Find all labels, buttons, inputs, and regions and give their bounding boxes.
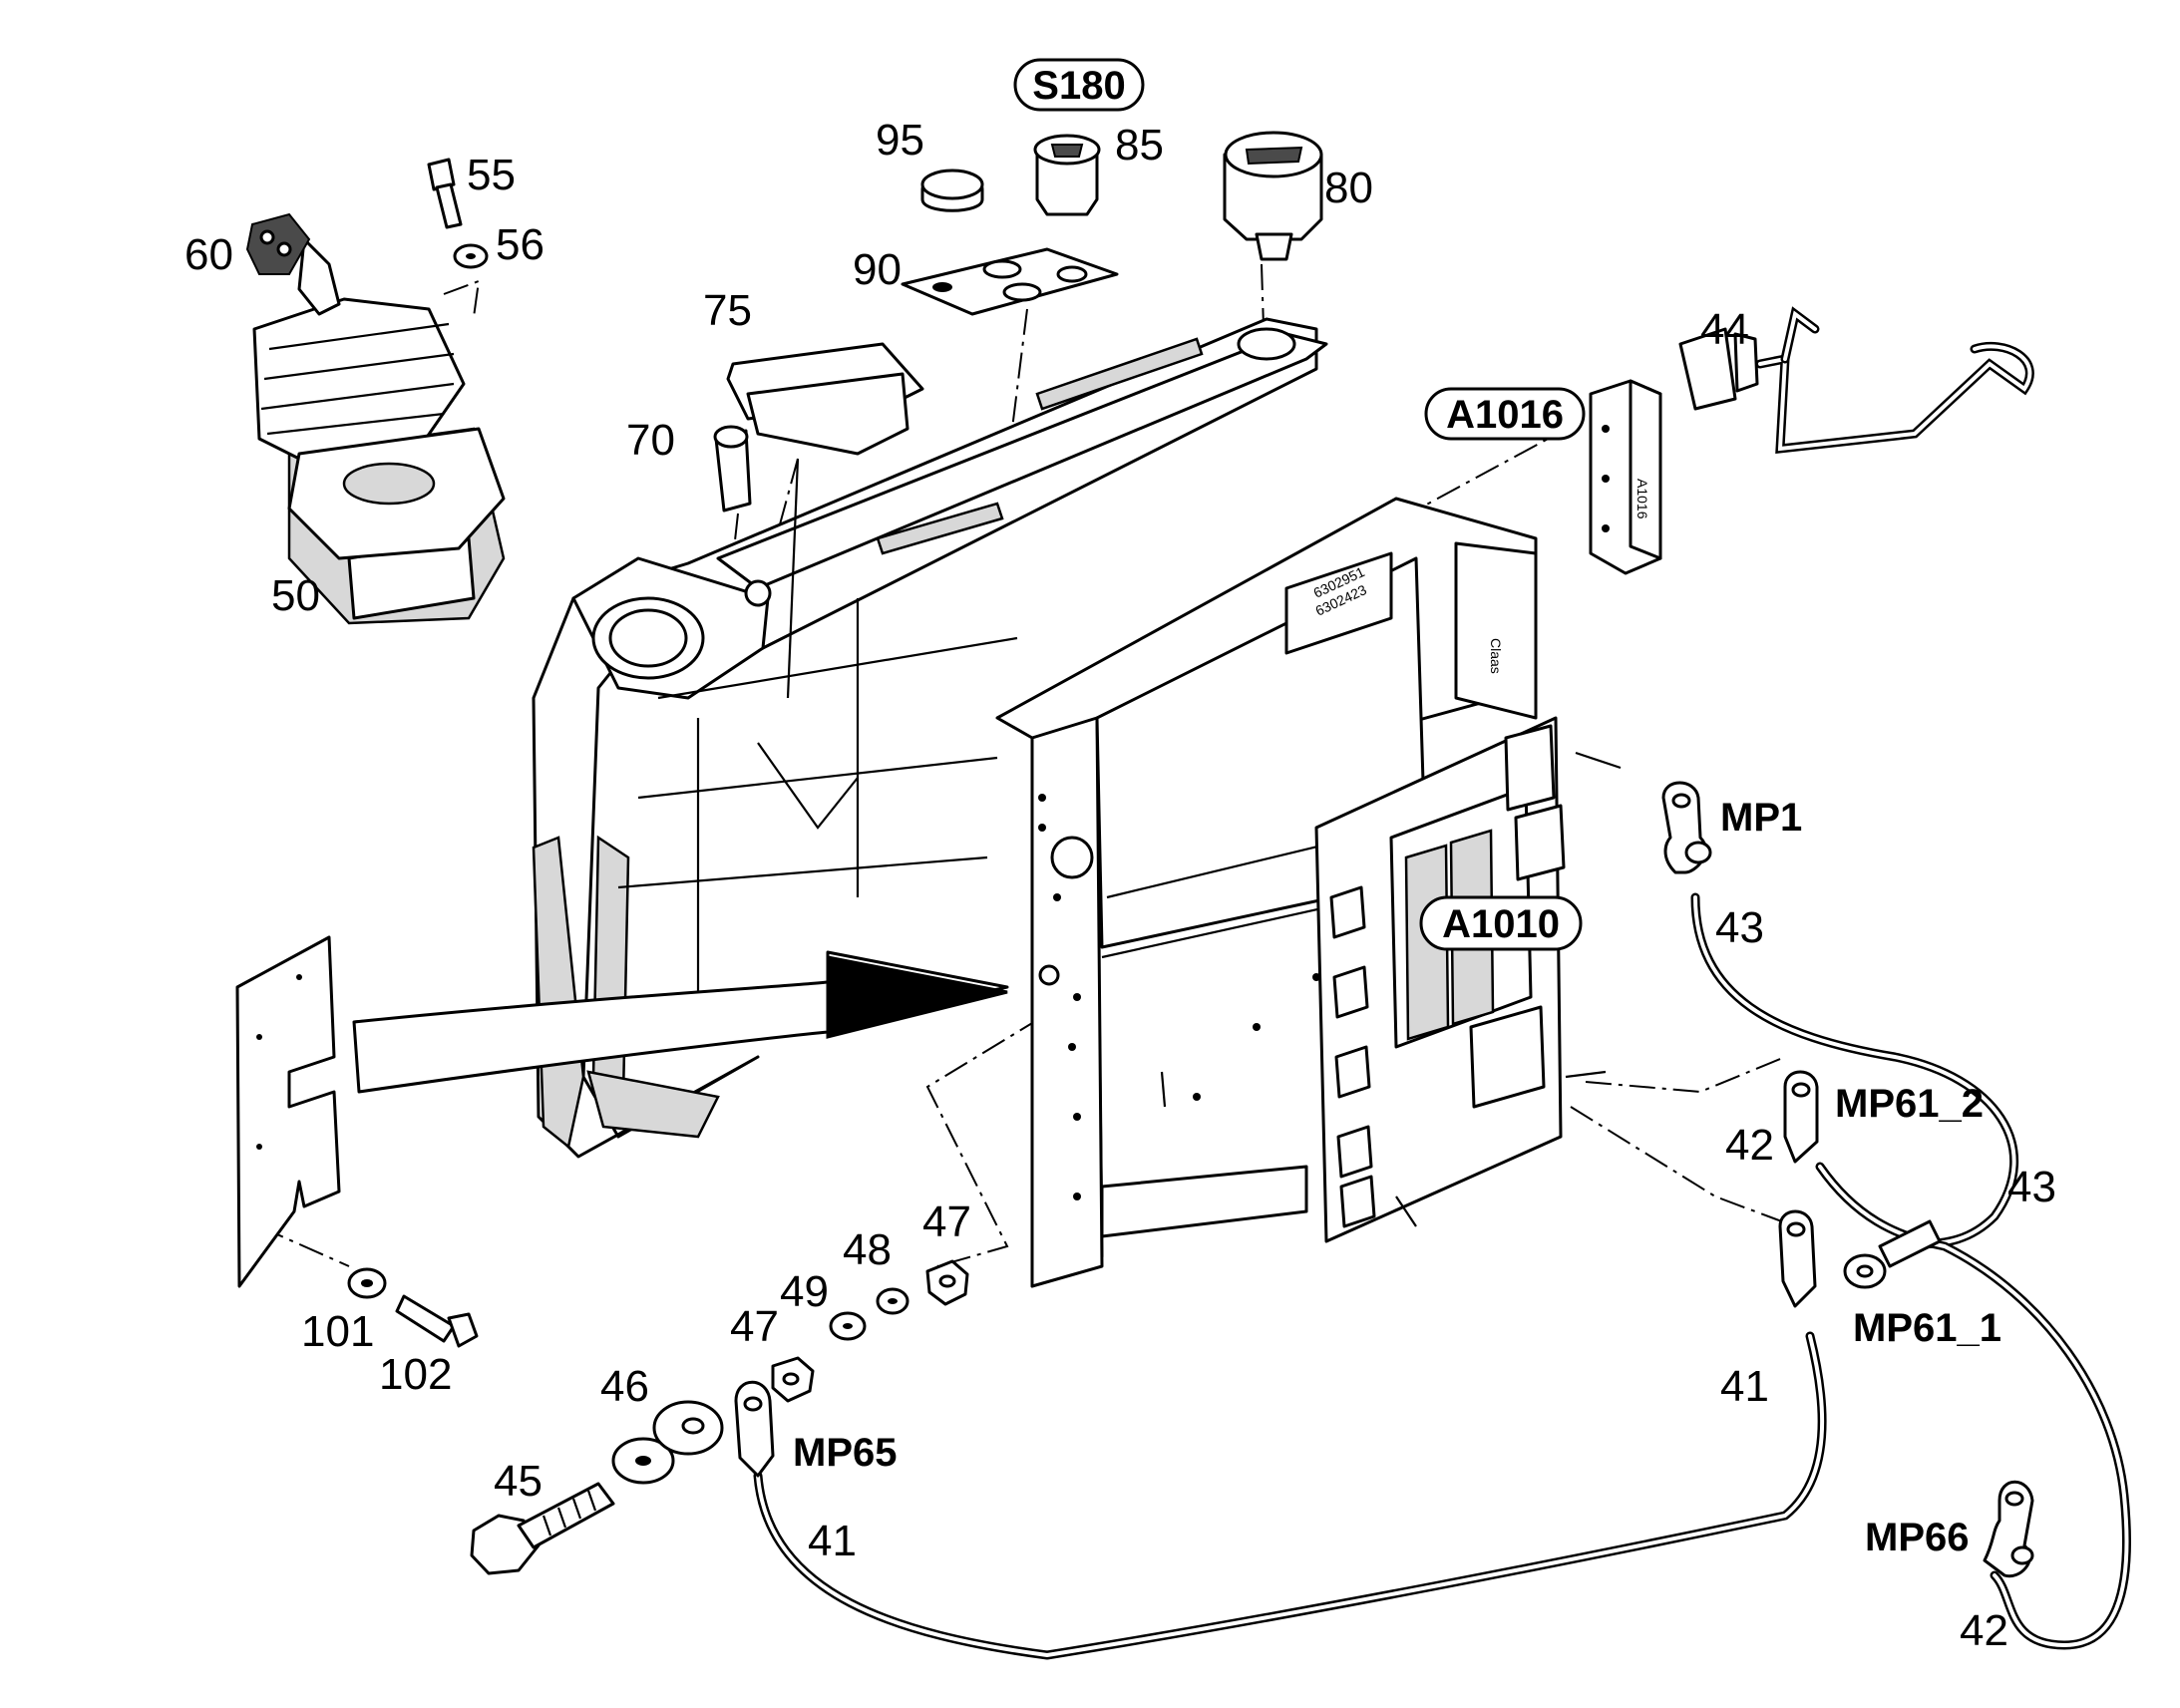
callout-56: 56 — [496, 220, 545, 269]
callout-44: 44 — [1700, 305, 1749, 354]
stamp-brand: Claas — [1488, 638, 1504, 674]
relay-board-a1010 — [1314, 716, 1622, 1243]
callout-95: 95 — [876, 116, 924, 165]
callout-43a: 43 — [1715, 903, 1764, 952]
callout-45: 45 — [494, 1457, 543, 1506]
tag-mp66: MP66 — [1865, 1516, 1970, 1559]
terminal-mp65 — [734, 1380, 775, 1478]
bolt-45 — [470, 1482, 615, 1575]
cover-plate-90 — [901, 247, 1119, 316]
switch-85 — [1033, 134, 1101, 216]
callout-46: 46 — [600, 1362, 649, 1411]
terminal-mp1 — [1661, 781, 1712, 874]
terminal-mp61-1 — [1778, 1209, 1942, 1308]
callout-101: 101 — [301, 1307, 374, 1356]
callout-85: 85 — [1115, 121, 1164, 170]
joystick-assembly — [245, 212, 506, 625]
terminal-mp61-2 — [1783, 1070, 1819, 1164]
callout-47a: 47 — [730, 1302, 779, 1351]
module-75 — [726, 342, 924, 456]
callout-60: 60 — [184, 230, 233, 279]
tag-mp1: MP1 — [1720, 796, 1802, 840]
washer-46b — [652, 1400, 724, 1456]
tag-a1016: A1016 — [1424, 387, 1586, 441]
callout-42a: 42 — [1725, 1121, 1774, 1170]
tag-mp65: MP65 — [793, 1431, 898, 1475]
nut-47a — [771, 1356, 815, 1403]
gauge-80 — [1223, 131, 1323, 261]
callout-41a: 41 — [1720, 1362, 1769, 1411]
callout-48: 48 — [843, 1225, 892, 1274]
callout-75: 75 — [703, 286, 752, 335]
ground-cable-43 — [1690, 892, 2018, 1256]
screw-55 — [427, 158, 463, 229]
washer-56 — [453, 243, 489, 269]
console-frame — [532, 317, 1328, 1159]
washer-101 — [347, 1267, 387, 1299]
terminal-mp66 — [1983, 1480, 2034, 1578]
tag-s180-text: S180 — [1032, 64, 1125, 108]
tag-a1010-text: A1010 — [1442, 902, 1560, 946]
callout-41b: 41 — [808, 1517, 857, 1565]
callout-49: 49 — [780, 1267, 829, 1316]
washer-46a — [611, 1437, 675, 1485]
ground-cable-41 — [753, 1331, 1827, 1660]
callout-47b: 47 — [922, 1197, 971, 1246]
callout-43b: 43 — [2007, 1163, 2056, 1211]
cable-44 — [1678, 306, 2034, 455]
mounting-plate — [235, 935, 341, 1288]
lockwasher-48 — [876, 1287, 909, 1315]
direction-arrow — [352, 950, 1009, 1094]
washer-49 — [829, 1311, 867, 1341]
tag-s180: S180 — [1013, 58, 1145, 112]
tag-mp61-1: MP61_1 — [1853, 1306, 2001, 1350]
screw-102 — [395, 1294, 479, 1348]
callout-70: 70 — [626, 416, 675, 465]
ground-cable-42 — [1815, 1162, 2131, 1650]
callout-55: 55 — [467, 151, 516, 199]
tag-a1010: A1010 — [1419, 895, 1583, 951]
indicator-70 — [713, 425, 752, 512]
callout-80: 80 — [1324, 164, 1373, 212]
module-stamp: A1016 — [1635, 479, 1650, 519]
callout-42b: 42 — [1960, 1606, 2008, 1655]
callout-90: 90 — [853, 245, 902, 294]
tag-mp61-2: MP61_2 — [1835, 1082, 1984, 1126]
nut-47b — [925, 1259, 969, 1306]
tag-a1016-text: A1016 — [1446, 393, 1564, 437]
plug-95 — [920, 169, 984, 212]
connector-a1016: A1016 — [1589, 379, 1662, 575]
callout-50: 50 — [271, 571, 320, 620]
callout-102: 102 — [379, 1350, 452, 1399]
